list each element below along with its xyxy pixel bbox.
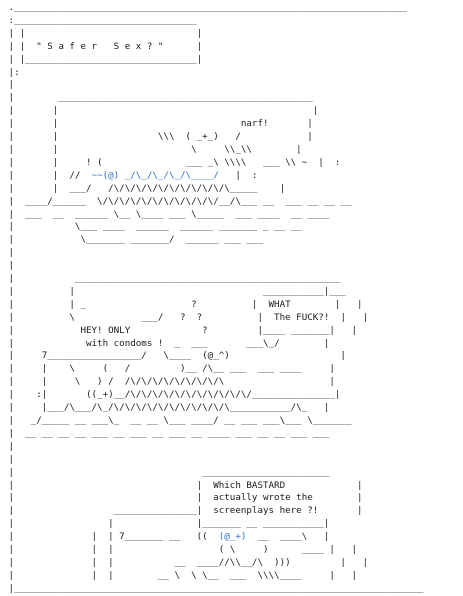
panel2-speech-left-1: HEY! ONLY — [80, 324, 131, 336]
panel3-speech-2: actually wrote the — [213, 492, 313, 504]
blue-character-peeking: (@_+) — [218, 531, 247, 543]
panel2-speech-right-2: The FUCK?! — [274, 311, 330, 323]
panel1-speech: narf! — [240, 118, 269, 130]
panel3-speech-1: Which BASTARD — [213, 479, 286, 491]
panel3-speech-3: screenplays here ?! — [213, 505, 319, 517]
panel2-speech-right-1: WHAT — [268, 298, 291, 310]
ascii-comic-art: ._______________________________________… — [8, 2, 424, 594]
panel2-speech-left-2: with condoms ! — [85, 337, 164, 349]
comic-title: " S a f e r S e x ? " — [36, 40, 164, 52]
blue-character: ~~(@) _/\_/\_/\_/\____/ — [91, 169, 219, 181]
